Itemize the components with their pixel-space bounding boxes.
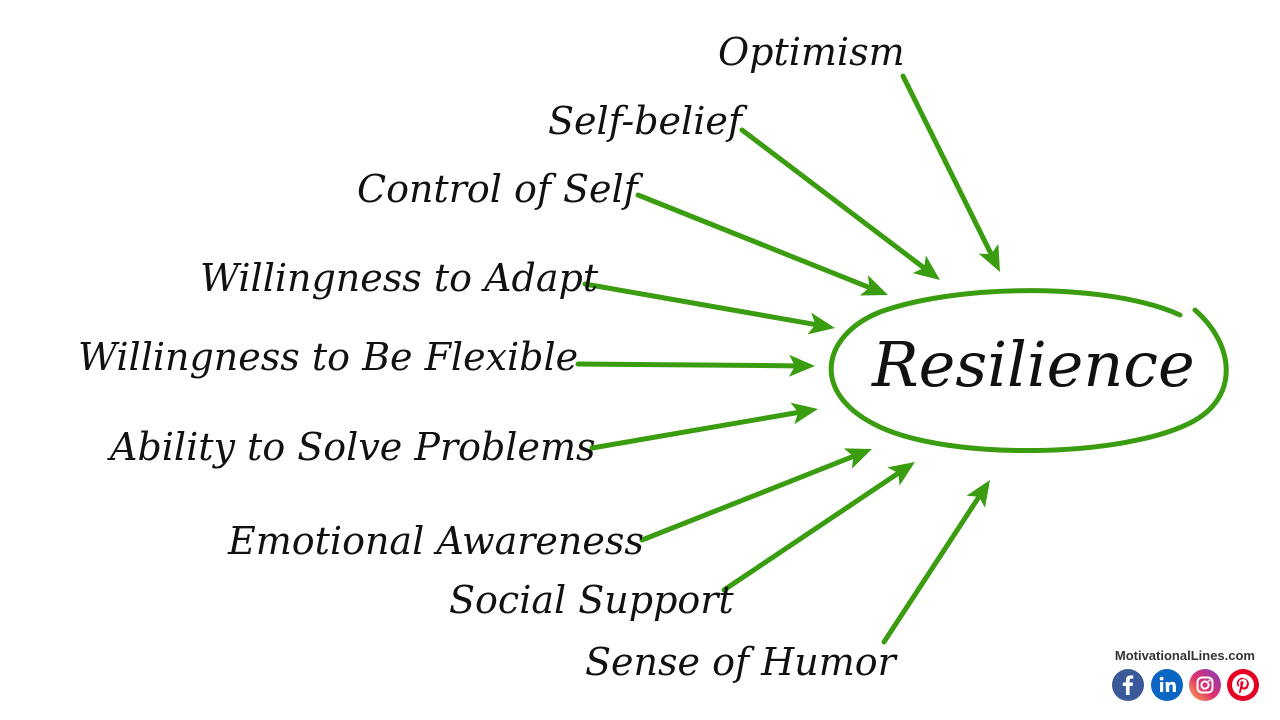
factor-emotional-awareness: Emotional Awareness (228, 519, 644, 563)
website-label: MotivationalLines.com (1114, 648, 1255, 663)
arrow-emotional (639, 448, 872, 543)
arrow-humor (881, 480, 990, 645)
arrow-social (721, 462, 915, 593)
factor-ability-to-solve-problems: Ability to Solve Problems (110, 425, 596, 469)
factor-control-of-self: Control of Self (357, 167, 638, 211)
factor-social-support: Social Support (449, 578, 734, 622)
arrow-solve (589, 402, 818, 451)
pinterest-icon[interactable] (1227, 669, 1259, 701)
factor-self-belief: Self-belief (548, 99, 742, 143)
resilience-ellipse (828, 288, 1229, 454)
factor-willingness-to-be-flexible: Willingness to Be Flexible (78, 335, 579, 379)
factor-willingness-to-adapt: Willingness to Adapt (200, 256, 599, 300)
arrow-optimism (900, 73, 1000, 272)
factor-sense-of-humor: Sense of Humor (585, 640, 896, 684)
facebook-icon[interactable] (1112, 669, 1144, 701)
instagram-icon[interactable] (1189, 669, 1221, 701)
arrow-flexible (575, 354, 815, 377)
arrow-self-belief (739, 127, 940, 280)
linkedin-icon[interactable] (1151, 669, 1183, 701)
center-label-resilience: Resilience (872, 328, 1195, 401)
factor-optimism: Optimism (718, 30, 905, 74)
arrow-control (635, 192, 888, 296)
arrow-adapt (582, 281, 835, 335)
